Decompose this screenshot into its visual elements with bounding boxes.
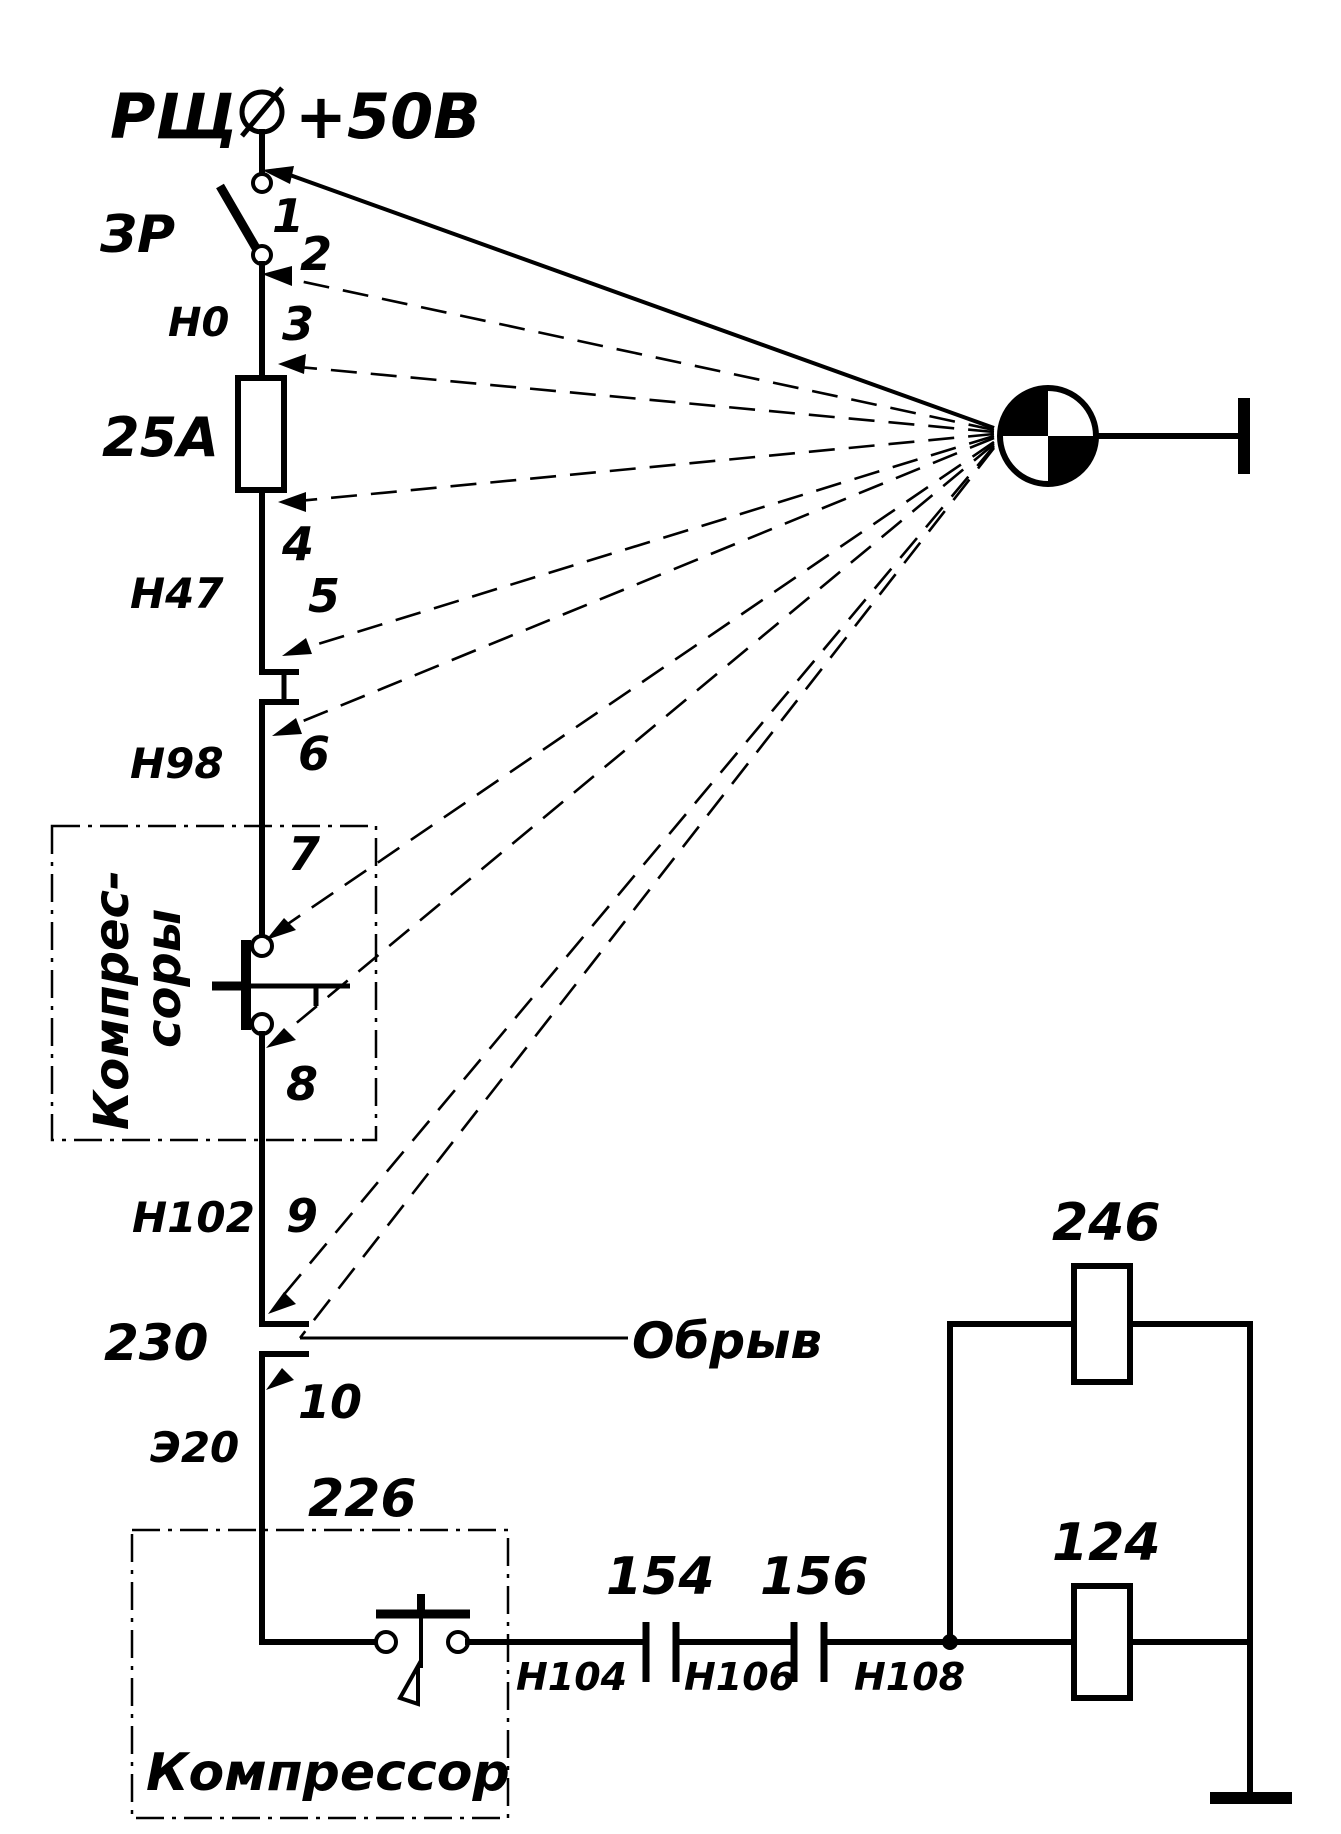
switch-blade [216, 183, 260, 251]
compressor-number-label: 226 [308, 1469, 417, 1529]
probe-line-4 [287, 432, 995, 504]
coil-label-246: 246 [1052, 1193, 1161, 1253]
probe-line-5 [291, 434, 995, 654]
compressors-box [50, 824, 378, 1142]
compressors-label: Компрес- соры [84, 870, 192, 1130]
probe-line-6 [285, 436, 995, 730]
wire-label-h47: Н47 [130, 569, 224, 618]
terminal-1 [251, 172, 273, 194]
point-8: 8 [286, 1057, 318, 1111]
switch-label: ЗР [99, 205, 175, 265]
probe-line-8 [275, 442, 995, 1042]
compressor-label: Компрессор [146, 1743, 510, 1803]
lamp-icon [997, 385, 1099, 487]
terminal-7 [250, 934, 274, 958]
point-1: 1 [272, 189, 304, 243]
compressor-box [130, 1528, 510, 1820]
point-4: 4 [281, 517, 314, 571]
compressor-contact-left [374, 1630, 398, 1654]
wire-label-h108: Н108 [854, 1655, 965, 1699]
wire-label-h106: Н106 [684, 1655, 795, 1699]
fuse-rating-label: 25А [102, 406, 219, 469]
probe-line-7 [275, 440, 995, 934]
coil-124 [1071, 1583, 1133, 1701]
point-7: 7 [288, 827, 320, 881]
probe-line-1 [275, 168, 995, 430]
supply-terminal-icon [239, 86, 285, 138]
point-3: 3 [282, 297, 314, 351]
coil-label-124: 124 [1052, 1513, 1161, 1573]
pressure-icon [300, 983, 319, 1006]
svg-text:соры: соры [136, 909, 192, 1048]
point-9: 9 [286, 1189, 318, 1243]
point-10: 10 [298, 1375, 362, 1429]
probe-arrowheads [262, 166, 312, 1390]
wire-label-h98: Н98 [130, 739, 224, 788]
wire-label-h102: Н102 [132, 1193, 255, 1242]
probe-line-3 [287, 364, 995, 434]
connector-label-230: 230 [104, 1314, 208, 1372]
probe-line-2 [275, 274, 995, 432]
fuse [235, 375, 287, 493]
supply-voltage-label: +50В [295, 80, 481, 153]
probe-line-9 [275, 445, 995, 1305]
compressor-pressure-icon [397, 1658, 420, 1707]
supply-panel-label: РЩ [110, 80, 238, 153]
wire-label-h0: Н0 [168, 300, 229, 346]
break-label: Обрыв [632, 1312, 822, 1370]
point-5: 5 [308, 569, 340, 623]
point-6: 6 [298, 727, 330, 781]
probe-line-10 [298, 447, 996, 1339]
wire-coil-246 [947, 1321, 1077, 1645]
connector-label-156: 156 [760, 1547, 869, 1607]
wire-label-e20: Э20 [150, 1423, 239, 1472]
connector-label-154: 154 [606, 1547, 715, 1607]
point-2: 2 [300, 227, 332, 281]
coil-246 [1071, 1263, 1133, 1385]
wire-label-h104: Н104 [516, 1655, 627, 1699]
svg-text:Компрес-: Компрес- [84, 870, 140, 1130]
